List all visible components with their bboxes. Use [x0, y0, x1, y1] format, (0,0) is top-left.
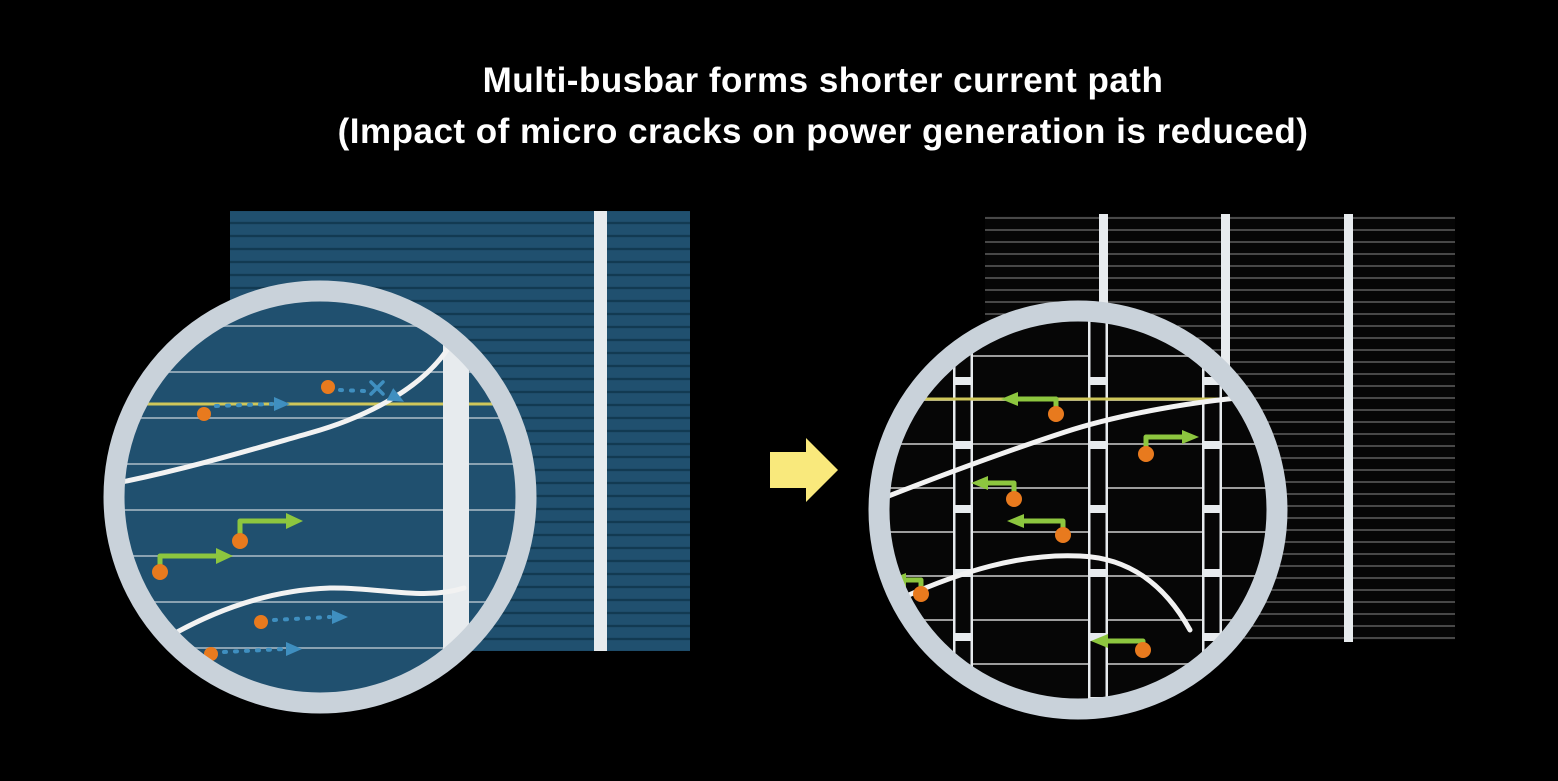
dotted-path	[338, 388, 366, 393]
long-path-arrow-icon	[197, 397, 290, 421]
arrowhead	[1091, 634, 1108, 648]
electron-dot	[232, 533, 248, 549]
long-path-arrow-icon	[321, 380, 405, 402]
short-path-arrow-icon	[1001, 392, 1064, 422]
short-path-arrow-icon	[1007, 514, 1071, 543]
dotted-path	[272, 615, 332, 622]
electron-dot	[1048, 406, 1064, 422]
crack-line	[899, 553, 1193, 633]
short-path-arrow-icon	[152, 548, 233, 580]
short-path-arrow-icon	[232, 513, 303, 549]
crack-line	[147, 585, 467, 651]
right-magnifier	[868, 300, 1288, 720]
electron-dot	[1135, 642, 1151, 658]
arrowhead	[1007, 514, 1024, 528]
arrowhead	[274, 397, 290, 411]
arrowhead	[1001, 392, 1018, 406]
right-cell-busbar	[1344, 214, 1353, 642]
right-magnifier-content	[889, 321, 1267, 699]
left-magnifier	[103, 280, 537, 714]
arrowhead	[286, 513, 303, 529]
electron-dot	[1055, 527, 1071, 543]
right-magnifier-ring	[868, 300, 1288, 720]
electron-dot	[197, 407, 211, 421]
crack-line	[124, 347, 450, 485]
electron-dot	[913, 586, 929, 602]
transition-arrow-icon	[770, 438, 838, 502]
x-cross-icon	[369, 380, 385, 396]
arrowhead	[332, 610, 348, 624]
left-zoom-busbar	[443, 301, 469, 693]
diagram-title: Multi-busbar forms shorter current path …	[44, 56, 1558, 158]
electron-dot	[1138, 446, 1154, 462]
left-cell-busbar	[594, 211, 607, 651]
arrowhead	[216, 548, 233, 564]
left-magnifier-content	[124, 301, 516, 693]
electron-dot	[321, 380, 335, 394]
electron-dot	[152, 564, 168, 580]
arrowhead	[286, 642, 302, 656]
left-magnifier-ring	[103, 280, 537, 714]
electron-dot	[1006, 491, 1022, 507]
arrowhead	[971, 476, 988, 490]
dotted-path	[214, 402, 274, 408]
title-line-2: (Impact of micro cracks on power generat…	[337, 111, 1309, 151]
short-path-arrow-icon	[1138, 430, 1199, 462]
arrowhead	[386, 388, 405, 402]
arrowhead	[1182, 430, 1199, 444]
crack-line	[889, 393, 1265, 500]
long-path-arrow-icon	[254, 610, 348, 629]
short-path-arrow-icon	[1091, 634, 1151, 658]
dotted-path	[222, 647, 286, 654]
short-path-arrow-icon	[971, 476, 1022, 507]
electron-dot	[254, 615, 268, 629]
title-line-1: Multi-busbar forms shorter current path	[482, 61, 1164, 100]
